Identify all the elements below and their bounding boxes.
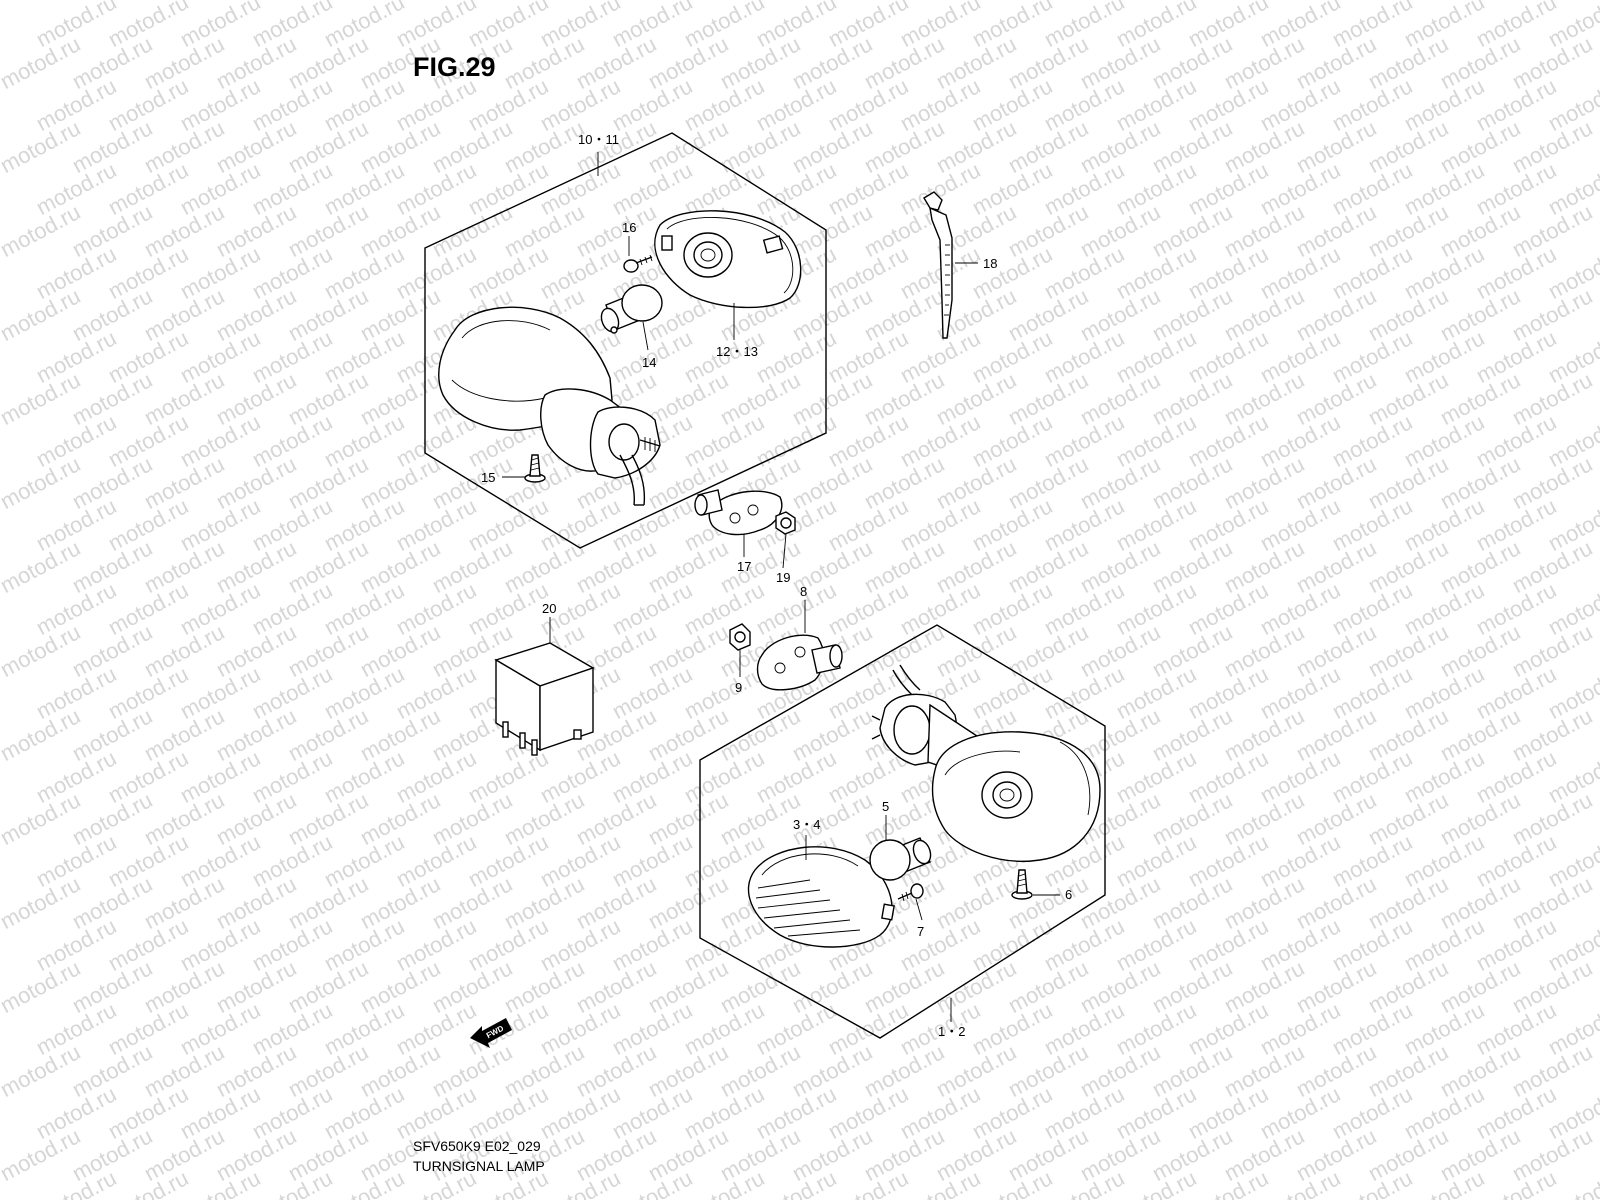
figure-name: TURNSIGNAL LAMP [413,1158,545,1174]
callout-1-2: 1・2 [938,1024,965,1039]
callout-6: 6 [1065,887,1072,902]
model-code: SFV650K9 E02_029 [413,1138,541,1154]
nut-19 [775,511,796,535]
callout-15: 15 [481,470,495,485]
lower-lens [747,846,895,948]
upper-assembly-box [424,132,827,549]
callout-18: 18 [983,256,997,271]
callout-5: 5 [882,799,889,814]
upper-lens [654,210,802,309]
callout-20: 20 [542,601,556,616]
leader-lines [502,152,1060,1022]
plate-17 [694,489,783,536]
figure-title: FIG.29 [413,52,496,82]
callout-10-11: 10・11 [578,132,619,147]
callout-labels: 10・11 16 12・13 14 15 18 17 19 20 8 9 3・4… [481,132,1072,1039]
lower-assembly-box [699,624,1106,1039]
screw-6 [1011,869,1033,900]
cable-tie-18 [923,191,953,339]
screw-16 [623,254,653,273]
callout-16: 16 [622,220,636,235]
callout-9: 9 [735,680,742,695]
callout-7: 7 [917,924,924,939]
screw-15 [524,454,546,483]
forward-arrow-icon: FWD [470,1018,512,1048]
screw-7 [897,883,924,902]
callout-8: 8 [800,584,807,599]
plate-8 [756,634,843,691]
callout-14: 14 [642,355,656,370]
relay-20 [494,642,595,756]
callout-19: 19 [776,570,790,585]
callout-3-4: 3・4 [793,817,820,832]
bulb-14 [600,284,663,334]
lower-lamp-housing [871,664,1101,862]
bulb-5 [869,837,932,881]
washer-9 [729,623,751,651]
upper-lamp-housing [438,306,661,506]
callout-12-13: 12・13 [716,344,758,359]
callout-17: 17 [737,559,751,574]
